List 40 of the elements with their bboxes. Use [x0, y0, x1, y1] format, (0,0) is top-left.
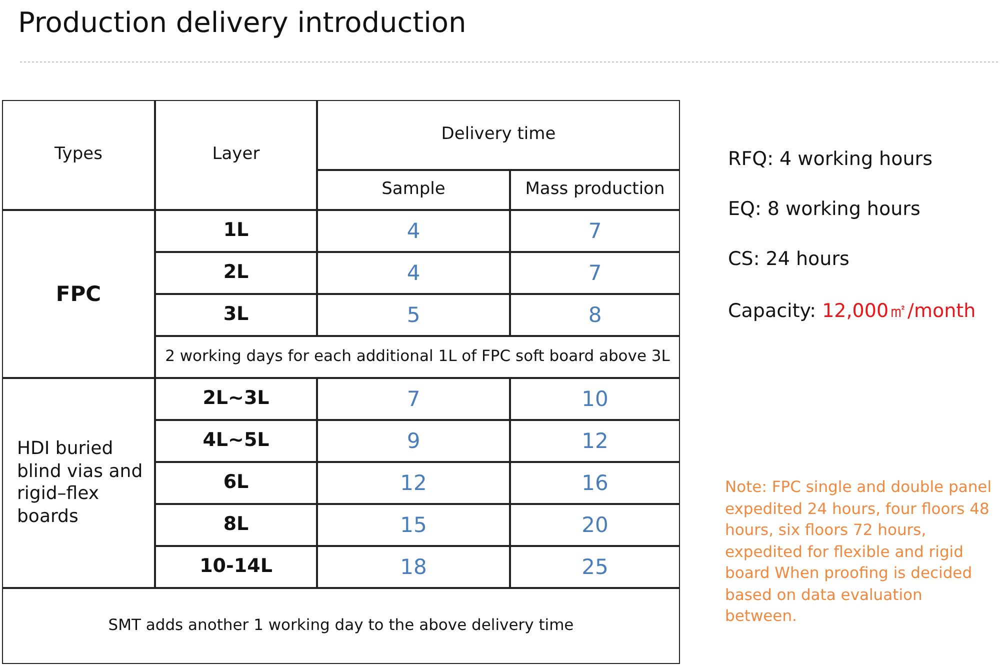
info-text: CS: 24 hours: [728, 248, 850, 270]
day-count: 7: [510, 210, 680, 252]
day-count: 9: [317, 420, 510, 462]
type-label: HDI buried blind vias and rigid–flex boards: [2, 378, 155, 588]
column-header: Mass production: [510, 170, 680, 210]
day-count: 12: [510, 420, 680, 462]
column-header: Types: [2, 100, 155, 210]
day-count: 7: [510, 252, 680, 294]
layer-label: 6L: [155, 462, 317, 504]
day-count: 12: [317, 462, 510, 504]
layer-label: 8L: [155, 504, 317, 546]
day-count: 16: [510, 462, 680, 504]
day-count: 25: [510, 546, 680, 588]
day-count: 15: [317, 504, 510, 546]
page-title: Production delivery introduction: [18, 6, 466, 39]
layer-label: 10-14L: [155, 546, 317, 588]
column-header: Layer: [155, 100, 317, 210]
day-count: 20: [510, 504, 680, 546]
column-header: Delivery time: [317, 100, 680, 170]
layer-label: 1L: [155, 210, 317, 252]
table-note: 2 working days for each additional 1L of FPC soft board above 3L: [155, 336, 680, 378]
type-label: FPC: [2, 210, 155, 378]
note-text: Note: FPC single and double panel expedited 24 hours, four floors 48 hours, six floors 72 hours, expedited for flexible and rigid board When proofing is decided based on data evaluation between.: [725, 477, 993, 627]
layer-label: 2L~3L: [155, 378, 317, 420]
day-count: 18: [317, 546, 510, 588]
info-text: EQ: 8 working hours: [728, 198, 920, 220]
layer-label: 4L~5L: [155, 420, 317, 462]
info-text: RFQ: 4 working hours: [728, 148, 932, 170]
column-header: Sample: [317, 170, 510, 210]
info-text: Capacity:: [728, 300, 816, 322]
day-count: 4: [317, 252, 510, 294]
day-count: 10: [510, 378, 680, 420]
day-count: 5: [317, 294, 510, 336]
capacity-value: 12,000㎡/month: [822, 300, 976, 322]
table-note: SMT adds another 1 working day to the above delivery time: [2, 588, 680, 664]
day-count: 4: [317, 210, 510, 252]
day-count: 7: [317, 378, 510, 420]
layer-label: 2L: [155, 252, 317, 294]
day-count: 8: [510, 294, 680, 336]
layer-label: 3L: [155, 294, 317, 336]
